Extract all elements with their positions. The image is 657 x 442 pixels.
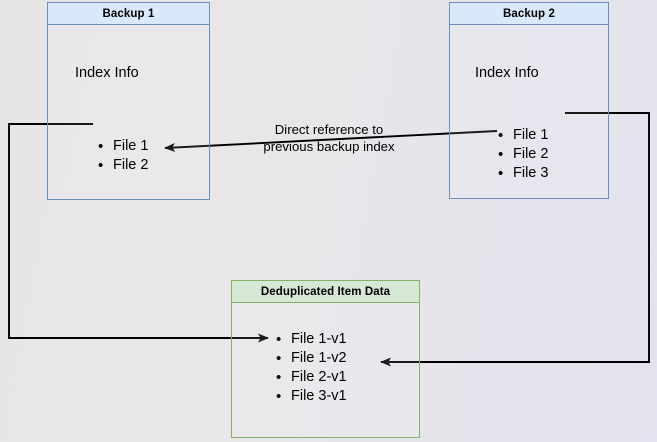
annotation-line-2: previous backup index [263,139,395,154]
backup-2-box[interactable]: Backup 2 Index Info File 1 File 2 File 3 [449,2,609,199]
annotation-line-1: Direct reference to [274,122,384,137]
list-item: File 3-v1 [276,387,347,406]
deduplicated-item-data-body: File 1-v1 File 1-v2 File 2-v1 File 3-v1 [232,303,419,437]
backup-1-box[interactable]: Backup 1 Index Info File 1 File 2 [47,2,210,200]
backup-2-file-list: File 1 File 2 File 3 [498,126,548,183]
deduplicated-item-data-box[interactable]: Deduplicated Item Data File 1-v1 File 1-… [231,280,420,438]
backup-1-index-label: Index Info [75,65,139,81]
list-item: File 1 [498,126,548,145]
backup-1-title: Backup 1 [48,3,209,25]
list-item: File 1-v1 [276,330,347,349]
backup-2-index-label: Index Info [475,65,539,81]
list-item: File 1-v2 [276,349,347,368]
direct-reference-annotation: Direct reference to previous backup inde… [251,121,407,155]
list-item: File 3 [498,164,548,183]
backup-2-body: Index Info File 1 File 2 File 3 [450,25,608,198]
list-item: File 2 [98,156,148,175]
list-item: File 2 [498,145,548,164]
dedup-item-list: File 1-v1 File 1-v2 File 2-v1 File 3-v1 [276,330,347,406]
deduplicated-item-data-title: Deduplicated Item Data [232,281,419,303]
list-item: File 1 [98,137,148,156]
list-item: File 2-v1 [276,368,347,387]
backup-2-title: Backup 2 [450,3,608,25]
backup-1-body: Index Info File 1 File 2 [48,25,209,199]
backup-1-file-list: File 1 File 2 [98,137,148,175]
